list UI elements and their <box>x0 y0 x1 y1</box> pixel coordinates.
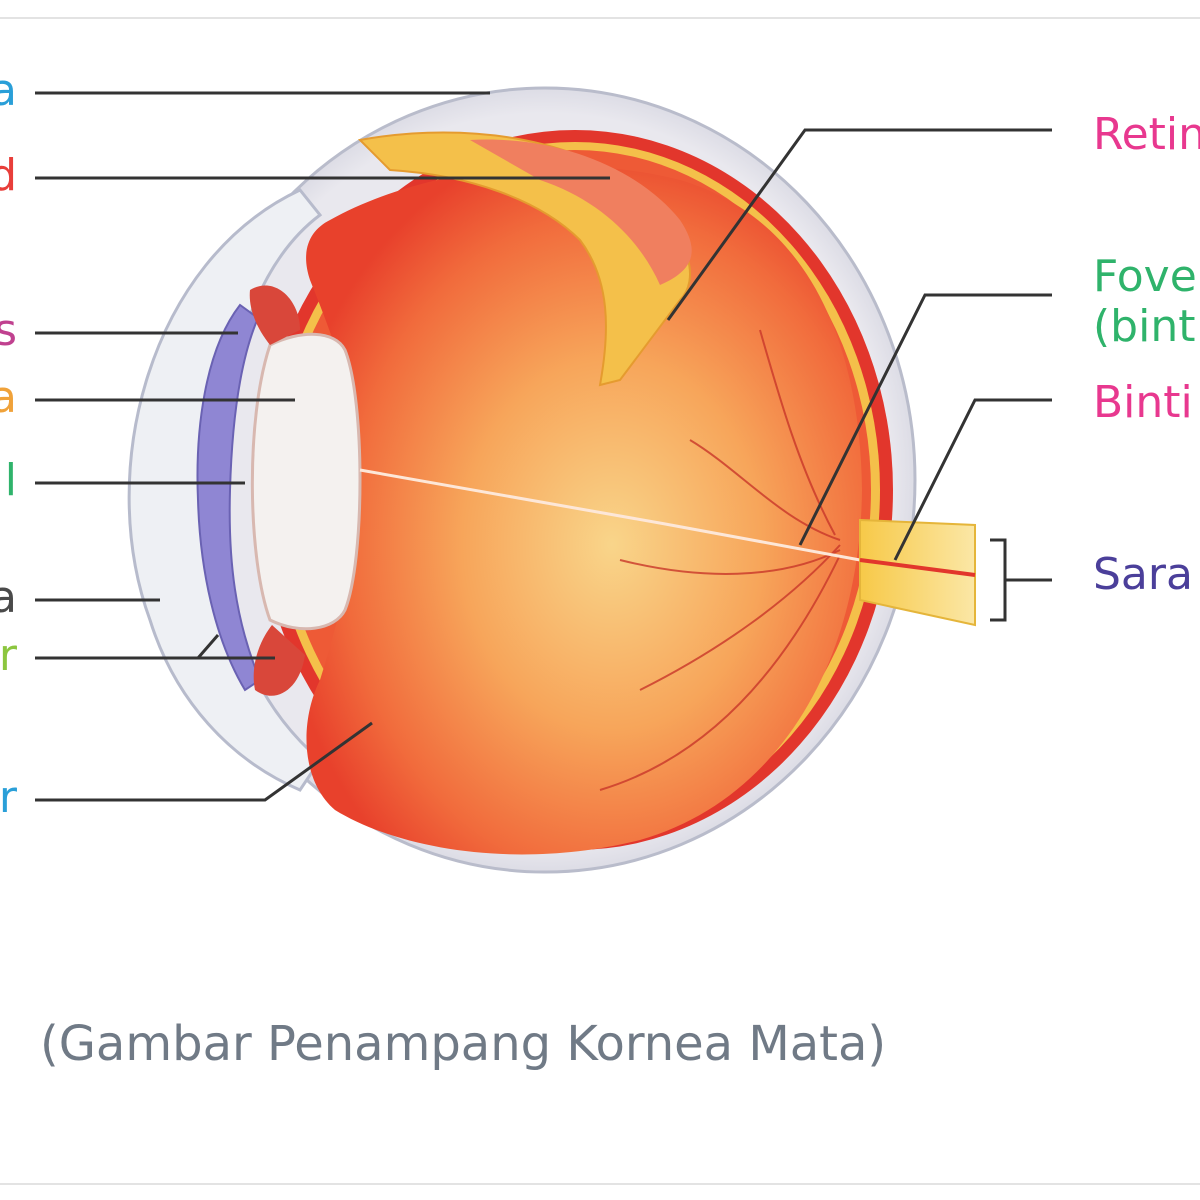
label-cornea: a <box>0 65 17 116</box>
optical-axis-line <box>359 468 861 562</box>
optic-nerve-shape <box>859 518 976 627</box>
label-pupil: l <box>4 455 17 506</box>
label-vitreous: r <box>0 772 17 823</box>
bottom-divider <box>0 1183 1200 1185</box>
left-leader-lines <box>35 91 610 802</box>
label-lensa: a <box>0 372 17 423</box>
label-choroid: d <box>0 150 17 201</box>
retina-flap-shape <box>357 131 692 387</box>
label-retina: Retin <box>1093 109 1200 160</box>
label-fovea: Fover(bint <box>1093 251 1200 352</box>
figure-caption: (Gambar Penampang Kornea Mata) <box>40 1016 887 1072</box>
label-aqueous: a <box>0 572 17 623</box>
blood-vessels <box>599 329 841 791</box>
label-blind-spot: Binti <box>1093 377 1193 428</box>
top-divider <box>0 17 1200 19</box>
optic-nerve-bracket <box>990 538 1052 622</box>
label-iris: s <box>0 305 17 356</box>
label-optic-nerve: Sara <box>1093 549 1193 600</box>
ciliary-body-shape <box>249 285 305 696</box>
right-leader-lines <box>666 128 1052 561</box>
lens-shape <box>250 332 362 631</box>
label-ciliary: r <box>0 630 17 681</box>
